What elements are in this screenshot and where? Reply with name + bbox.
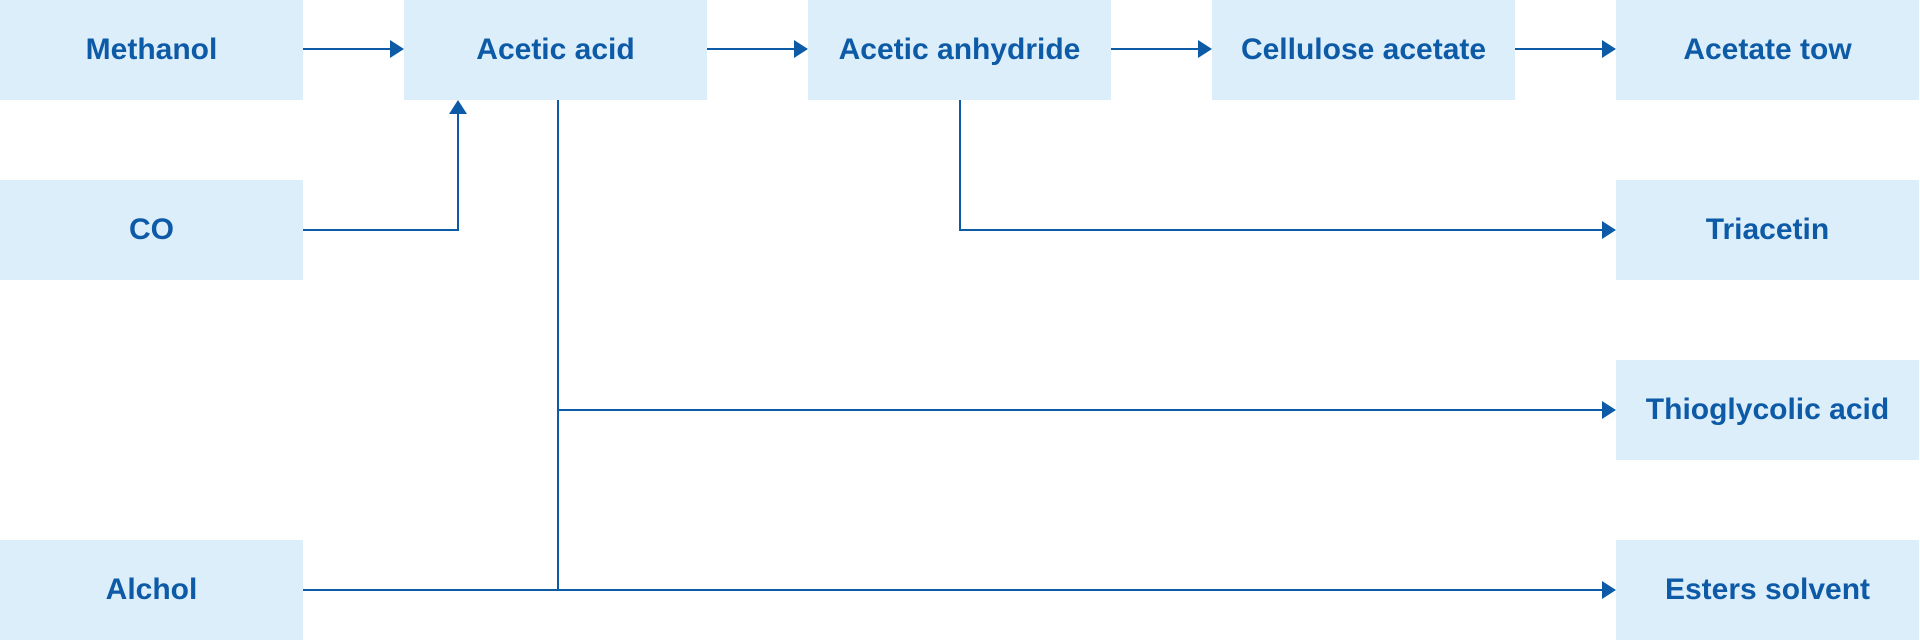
arrowhead-cellulose-acetate [1198, 40, 1212, 58]
node-methanol: Methanol [0, 0, 303, 100]
arrowhead-acetic-acid-up [449, 100, 467, 114]
node-acetate-tow: Acetate tow [1616, 0, 1919, 100]
node-alchol: Alchol [0, 540, 303, 640]
node-thioglycolic-acid: Thioglycolic acid [1616, 360, 1919, 460]
edge-acetic-anhydride-triacetin [959, 100, 1606, 231]
arrowhead-thioglycolic-acid [1602, 401, 1616, 419]
node-triacetin: Triacetin [1616, 180, 1919, 280]
node-esters-solvent: Esters solvent [1616, 540, 1919, 640]
arrowhead-acetic-acid [390, 40, 404, 58]
node-acetic-anhydride: Acetic anhydride [808, 0, 1111, 100]
node-cellulose-acetate: Cellulose acetate [1212, 0, 1515, 100]
arrowhead-triacetin [1602, 221, 1616, 239]
edge-co-acetic-acid [303, 110, 459, 231]
arrowhead-acetic-anhydride [794, 40, 808, 58]
node-co: CO [0, 180, 303, 280]
arrowhead-acetate-tow [1602, 40, 1616, 58]
arrowhead-esters-solvent [1602, 581, 1616, 599]
node-acetic-acid: Acetic acid [404, 0, 707, 100]
